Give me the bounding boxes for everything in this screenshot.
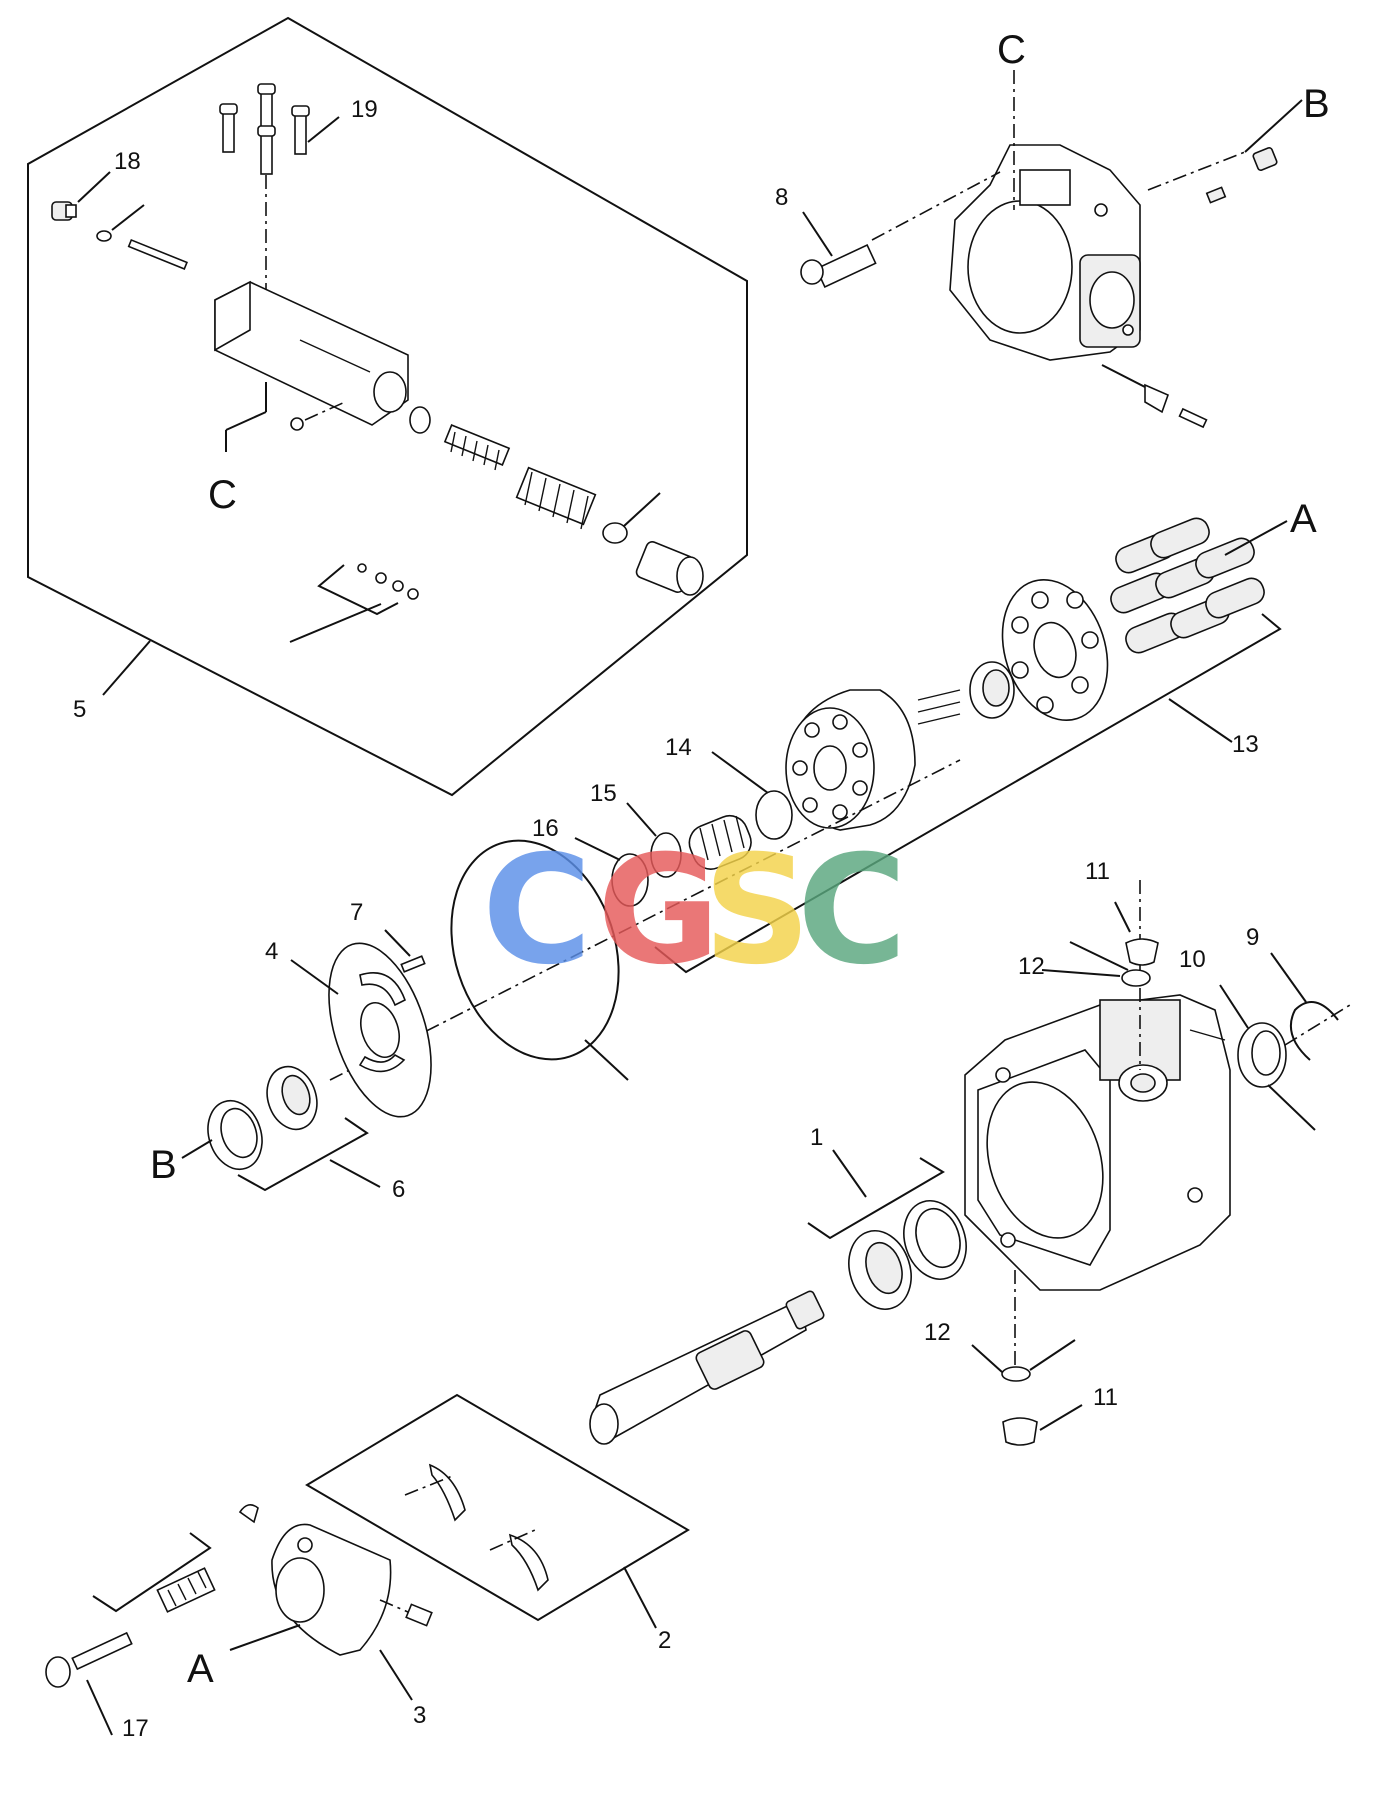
callout-19: 19 (351, 96, 378, 123)
pump-housing (964, 994, 1231, 1291)
bearing-6 (181, 1065, 381, 1192)
section-letters: A A B B C C (150, 28, 1330, 1691)
swash-plate (229, 1504, 433, 1701)
callout-7: 7 (350, 899, 363, 926)
valve-group-box (27, 16, 748, 797)
pin-7 (384, 929, 426, 973)
callout-15: 15 (590, 780, 617, 807)
callout-9: 9 (1246, 924, 1259, 951)
section-a-bottom: A (187, 1647, 214, 1691)
retainer-plate (1001, 579, 1109, 721)
callout-6: 6 (392, 1176, 405, 1203)
plug-11-bottom (1002, 1404, 1083, 1446)
callout-3: 3 (413, 1702, 426, 1729)
callout-17: 17 (122, 1715, 149, 1742)
section-a-top: A (1290, 497, 1317, 541)
snap-ring-9 (1270, 952, 1351, 1061)
callout-4: 4 (265, 938, 278, 965)
callout-12-top: 12 (1018, 953, 1045, 980)
spring-set (409, 406, 704, 596)
shoe-plate-kit (305, 1393, 690, 1629)
ring-16 (574, 837, 649, 907)
callout-labels: 1 2 3 4 5 6 7 8 9 10 11 11 12 12 13 14 1… (73, 96, 1259, 1742)
bolts-19 (219, 83, 340, 175)
valve-pin (127, 238, 188, 270)
watermark-logo: C G S C (482, 824, 907, 998)
callout-2: 2 (658, 1627, 671, 1654)
callout-16: 16 (532, 815, 559, 842)
callout-18: 18 (114, 148, 141, 175)
plug-18 (51, 171, 145, 242)
washer-12-top (1041, 941, 1151, 987)
bracket-screw (1101, 364, 1208, 429)
pins-set (917, 689, 961, 725)
seal-10 (1219, 984, 1316, 1131)
washer-15 (626, 802, 682, 878)
valve-body (214, 280, 409, 452)
large-o-ring (450, 839, 629, 1081)
watermark-letter-c1: C (482, 824, 592, 998)
spherical-bushing (969, 661, 1015, 719)
callout-13: 13 (1232, 731, 1259, 758)
watermark-letter-c2: C (797, 824, 907, 998)
section-c-valve: C (208, 473, 237, 517)
watermark-letter-s: S (703, 824, 811, 998)
cylinder-block (785, 689, 916, 831)
piston-set (1110, 517, 1288, 654)
valve-plate (290, 942, 432, 1118)
callout-5: 5 (73, 696, 86, 723)
callout-8: 8 (775, 184, 788, 211)
washer-12-bottom (971, 1339, 1076, 1382)
control-piston (45, 1532, 216, 1736)
callout-14: 14 (665, 734, 692, 761)
callout-11-top: 11 (1085, 858, 1110, 885)
section-b-left: B (150, 1143, 177, 1187)
plug-b-top (1147, 99, 1303, 204)
bolt-8 (800, 171, 1001, 288)
rotating-group (654, 517, 1288, 974)
center-spring (688, 814, 752, 870)
callout-10: 10 (1179, 946, 1206, 973)
callout-12-bottom: 12 (924, 1319, 951, 1346)
bearing-1 (807, 1149, 967, 1310)
watermark-letter-g: G (597, 824, 720, 998)
section-b-top: B (1303, 82, 1330, 126)
plug-11-top (1114, 901, 1159, 966)
callout-11-bottom: 11 (1093, 1384, 1118, 1411)
drive-shaft (589, 1290, 825, 1445)
rear-cover-housing (949, 144, 1141, 361)
ball-kit (289, 563, 419, 643)
main-axis (329, 759, 961, 1081)
section-c-top: C (997, 28, 1026, 72)
ring-14 (711, 751, 793, 840)
callout-1: 1 (810, 1124, 823, 1151)
